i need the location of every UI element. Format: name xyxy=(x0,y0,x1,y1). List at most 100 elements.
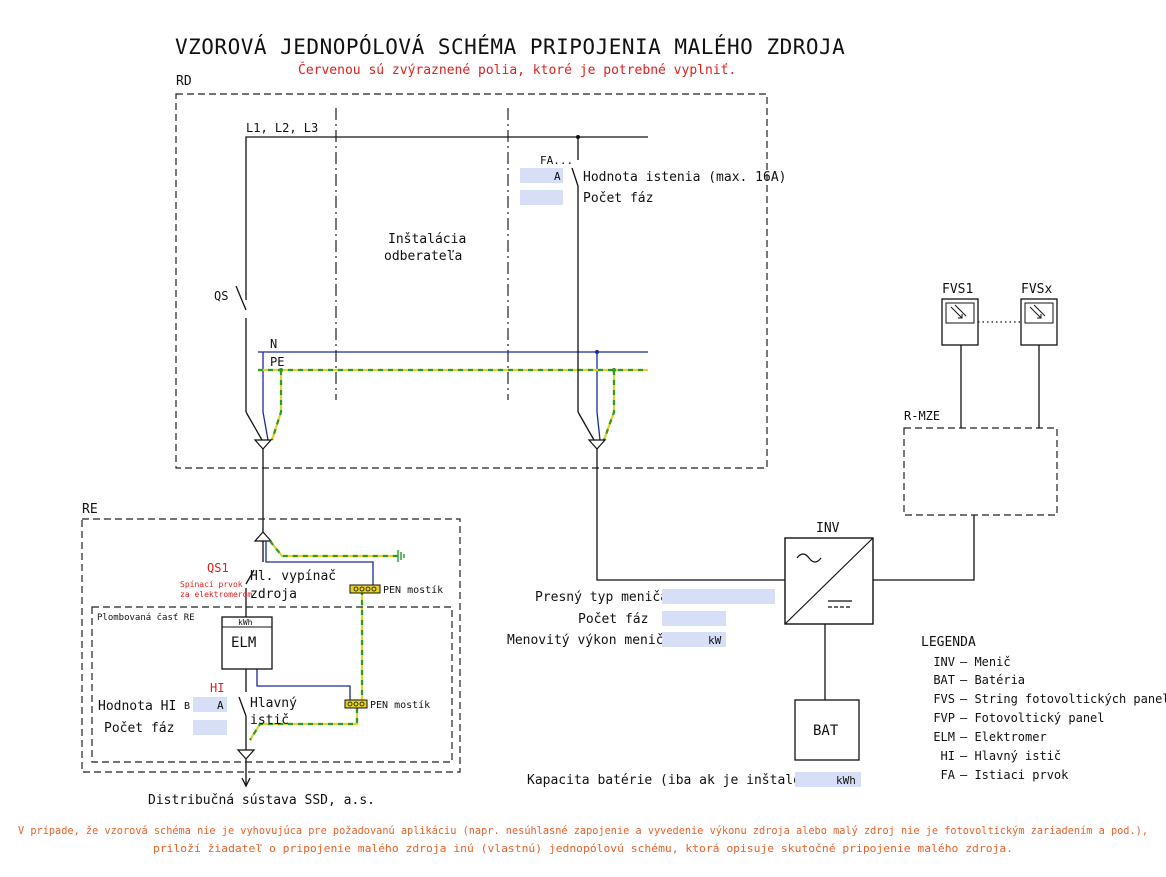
hi-b: B xyxy=(184,701,190,712)
legend-text: – Istiaci prvok xyxy=(960,768,1069,782)
fvsx-box xyxy=(1020,298,1058,346)
fa-bend xyxy=(577,411,595,441)
bus-label: L1, L2, L3 xyxy=(246,121,318,135)
qs1-note-line1: Spínací prvok xyxy=(180,580,243,589)
inverter-power-label: Menovitý výkon meniča xyxy=(507,633,671,648)
fa-phases-field[interactable] xyxy=(520,190,563,205)
fa-phases-label: Počet fáz xyxy=(583,191,653,206)
diagram-title: VZOROVÁ JEDNOPÓLOVÁ SCHÉMA PRIPOJENIA MA… xyxy=(175,34,845,59)
legend-title: LEGENDA xyxy=(921,635,976,650)
re-pe-top-y xyxy=(269,540,398,558)
re-pe-bottom-g xyxy=(249,708,359,741)
battery-capacity-unit: kWh xyxy=(836,774,856,787)
rd-connector-right xyxy=(587,439,607,450)
qs1-label: QS1 xyxy=(207,561,229,575)
re-label: RE xyxy=(82,502,98,517)
fa-node xyxy=(576,135,580,139)
bus-l123 xyxy=(245,136,648,300)
elm-label: ELM xyxy=(231,635,256,651)
re-connector-top xyxy=(253,531,273,542)
battery-capacity-label: Kapacita batérie (iba ak je inštalovaná) xyxy=(527,773,840,788)
pe-drop-left-g xyxy=(270,370,283,441)
n-node xyxy=(595,350,599,354)
inverter-dc-link xyxy=(873,515,975,581)
pe-drop-right-y xyxy=(602,370,616,441)
rd-label: RD xyxy=(176,74,192,89)
inverter-type-label: Presný typ meniča xyxy=(535,590,668,605)
fa-value-field[interactable] xyxy=(520,168,563,183)
pen-bridge-1 xyxy=(349,584,381,594)
re-frame xyxy=(81,518,461,773)
qs-bend xyxy=(245,411,263,441)
fa-value-label: Hodnota istenia (max. 16A) xyxy=(583,170,787,185)
inv-ac-link xyxy=(596,449,785,581)
fa-switch xyxy=(571,167,579,187)
hi-desc-line1: Hlavný xyxy=(250,696,297,711)
inverter-phases-field[interactable] xyxy=(662,611,726,626)
pe-node-left xyxy=(279,368,283,372)
inverter-power-field[interactable] xyxy=(662,632,726,647)
network-label: Distribučná sústava SSD, a.s. xyxy=(148,793,375,808)
installation-line1: Inštalácia xyxy=(388,232,466,247)
footer-line2: priloží žiadateľ o pripojenie malého zdr… xyxy=(153,842,1013,855)
qs-label: QS xyxy=(214,289,228,303)
fvs1-panel-icon xyxy=(945,302,975,324)
rd-connector-left xyxy=(253,439,273,450)
fa-label: FA... xyxy=(540,154,573,167)
hi-phases-label: Počet fáz xyxy=(104,721,174,736)
fvs1-box xyxy=(941,298,979,346)
pen-bridge-2 xyxy=(344,699,368,709)
battery-capacity-field[interactable] xyxy=(795,772,861,787)
inverter-power-unit: kW xyxy=(708,634,722,647)
legend-list: INV – Menič BAT – Batéria FVS – String f… xyxy=(933,655,1166,782)
elm-unit: kWh xyxy=(238,618,253,627)
hi-switch xyxy=(238,696,247,717)
legend-code: FVP xyxy=(933,711,955,725)
hi-phases-field[interactable] xyxy=(193,720,227,735)
pen-bridge-2-label: PEN mostík xyxy=(370,699,430,711)
qs1-note-line2: za elektromerom xyxy=(180,590,252,599)
footer-line1: V prípade, že vzorová schéma nie je vyho… xyxy=(18,824,1148,837)
legend-code: FA xyxy=(941,768,956,782)
inverter-phases-label: Počet fáz xyxy=(578,612,648,627)
fvsx-panel-icon xyxy=(1024,302,1054,324)
hi-value-field[interactable] xyxy=(193,697,227,712)
pe-node-right xyxy=(612,368,616,372)
legend-text: – Batéria xyxy=(960,673,1025,687)
qs1-switch xyxy=(245,569,255,585)
inverter-label: INV xyxy=(816,521,840,536)
legend-text: – Menič xyxy=(960,655,1011,669)
pe-drop-right-g xyxy=(602,370,616,441)
installation-line2: odberateľa xyxy=(384,249,462,264)
re-pe-top-g xyxy=(269,540,398,558)
re-connector-bottom xyxy=(236,749,256,760)
rd-frame xyxy=(175,93,768,469)
legend-text: – String fotovoltických panelov xyxy=(960,692,1166,706)
qs1-desc-line2: zdroja xyxy=(250,587,297,602)
network-arrow xyxy=(241,777,251,788)
n-drop-left xyxy=(262,352,269,441)
elm-box xyxy=(221,616,273,670)
fa-unit: A xyxy=(554,170,561,183)
fvs1-label: FVS1 xyxy=(942,282,973,297)
qs1-desc-line1: Hl. vypínač xyxy=(250,569,336,584)
legend-text: – Hlavný istič xyxy=(960,749,1061,763)
fvsx-label: FVSx xyxy=(1021,282,1052,297)
inverter-type-field[interactable] xyxy=(662,589,775,604)
legend-code: INV xyxy=(933,655,955,669)
battery-box xyxy=(794,699,860,761)
rmze-label: R-MZE xyxy=(904,409,940,423)
legend-code: FVS xyxy=(933,692,955,706)
rmze-frame xyxy=(903,427,1058,516)
qs-switch xyxy=(235,285,247,311)
legend-code: BAT xyxy=(933,673,955,687)
hi-unit: A xyxy=(217,699,224,712)
sealed-frame xyxy=(91,606,453,763)
sealed-label: Plombovaná časť RE xyxy=(97,612,195,623)
diagram-subtitle: Červenou sú zvýraznené polia, ktoré je p… xyxy=(298,62,736,78)
pen-bridge-1-label: PEN mostík xyxy=(383,584,443,596)
n-drop-right xyxy=(596,352,601,441)
inverter-diagonal xyxy=(784,537,874,625)
hi-label: HI xyxy=(210,681,224,695)
